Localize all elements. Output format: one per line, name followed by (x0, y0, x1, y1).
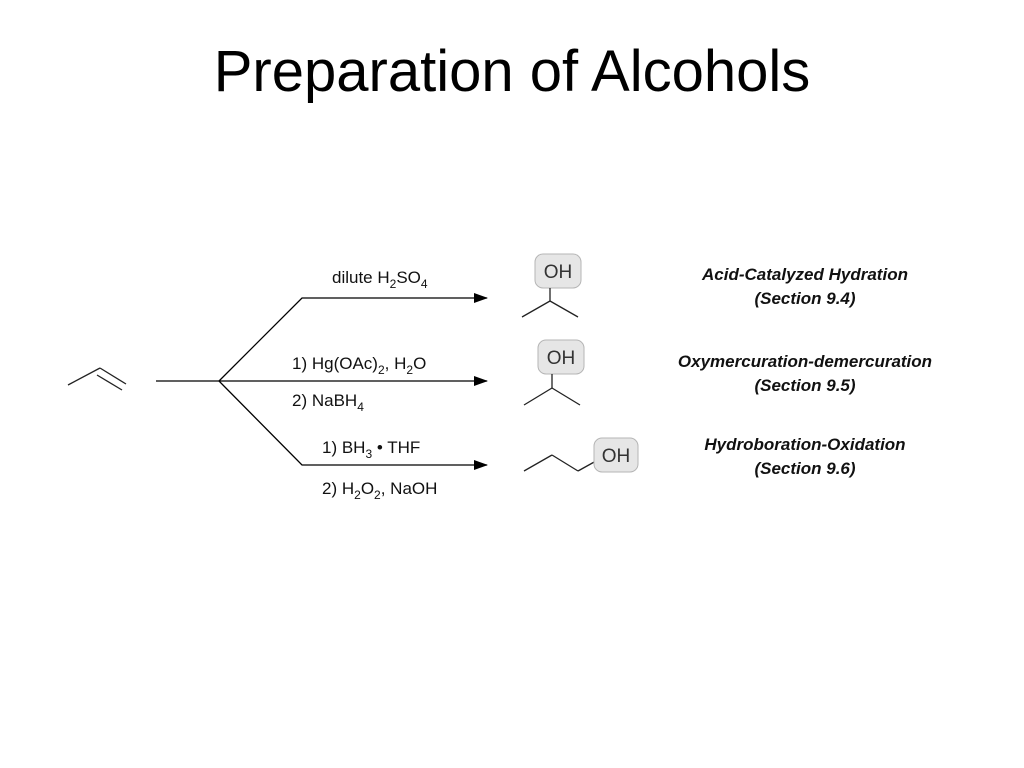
slide-title: Preparation of Alcohols (213, 39, 811, 104)
hydroxyl-label: OH (544, 262, 573, 283)
arrow-route-3 (218, 380, 488, 470)
propene-structure (67, 367, 127, 391)
method-section-route-2: (Section 9.5) (754, 376, 855, 395)
product-2-isopropanol: OH (523, 339, 585, 406)
reagent-route-3-line-1: 1) BH3 • THF (322, 438, 420, 461)
hydroxyl-highlight (593, 437, 639, 473)
method-section-route-3: (Section 9.6) (754, 459, 855, 478)
reaction-arrows (156, 293, 488, 470)
product-1-isopropanol: OH (521, 253, 582, 318)
product-3-propanol: OH (523, 437, 639, 473)
method-name-route-2: Oxymercuration-demercuration (678, 352, 932, 371)
reagent-route-3-line-2: 2) H2O2, NaOH (322, 479, 437, 502)
hydroxyl-highlight (537, 339, 585, 375)
reagent-route-1-line-1: dilute H2SO4 (332, 268, 428, 291)
reagent-route-2-line-2: 2) NaBH4 (292, 391, 364, 414)
reagent-route-2-line-1: 1) Hg(OAc)2, H2O (292, 354, 426, 377)
hydroxyl-highlight (534, 253, 582, 289)
hydroxyl-label: OH (602, 446, 631, 467)
hydroxyl-label: OH (547, 348, 576, 369)
arrow-route-1 (218, 293, 488, 382)
method-section-route-1: (Section 9.4) (754, 289, 855, 308)
method-name-route-3: Hydroboration-Oxidation (704, 435, 905, 454)
method-name-route-1: Acid-Catalyzed Hydration (701, 265, 908, 284)
